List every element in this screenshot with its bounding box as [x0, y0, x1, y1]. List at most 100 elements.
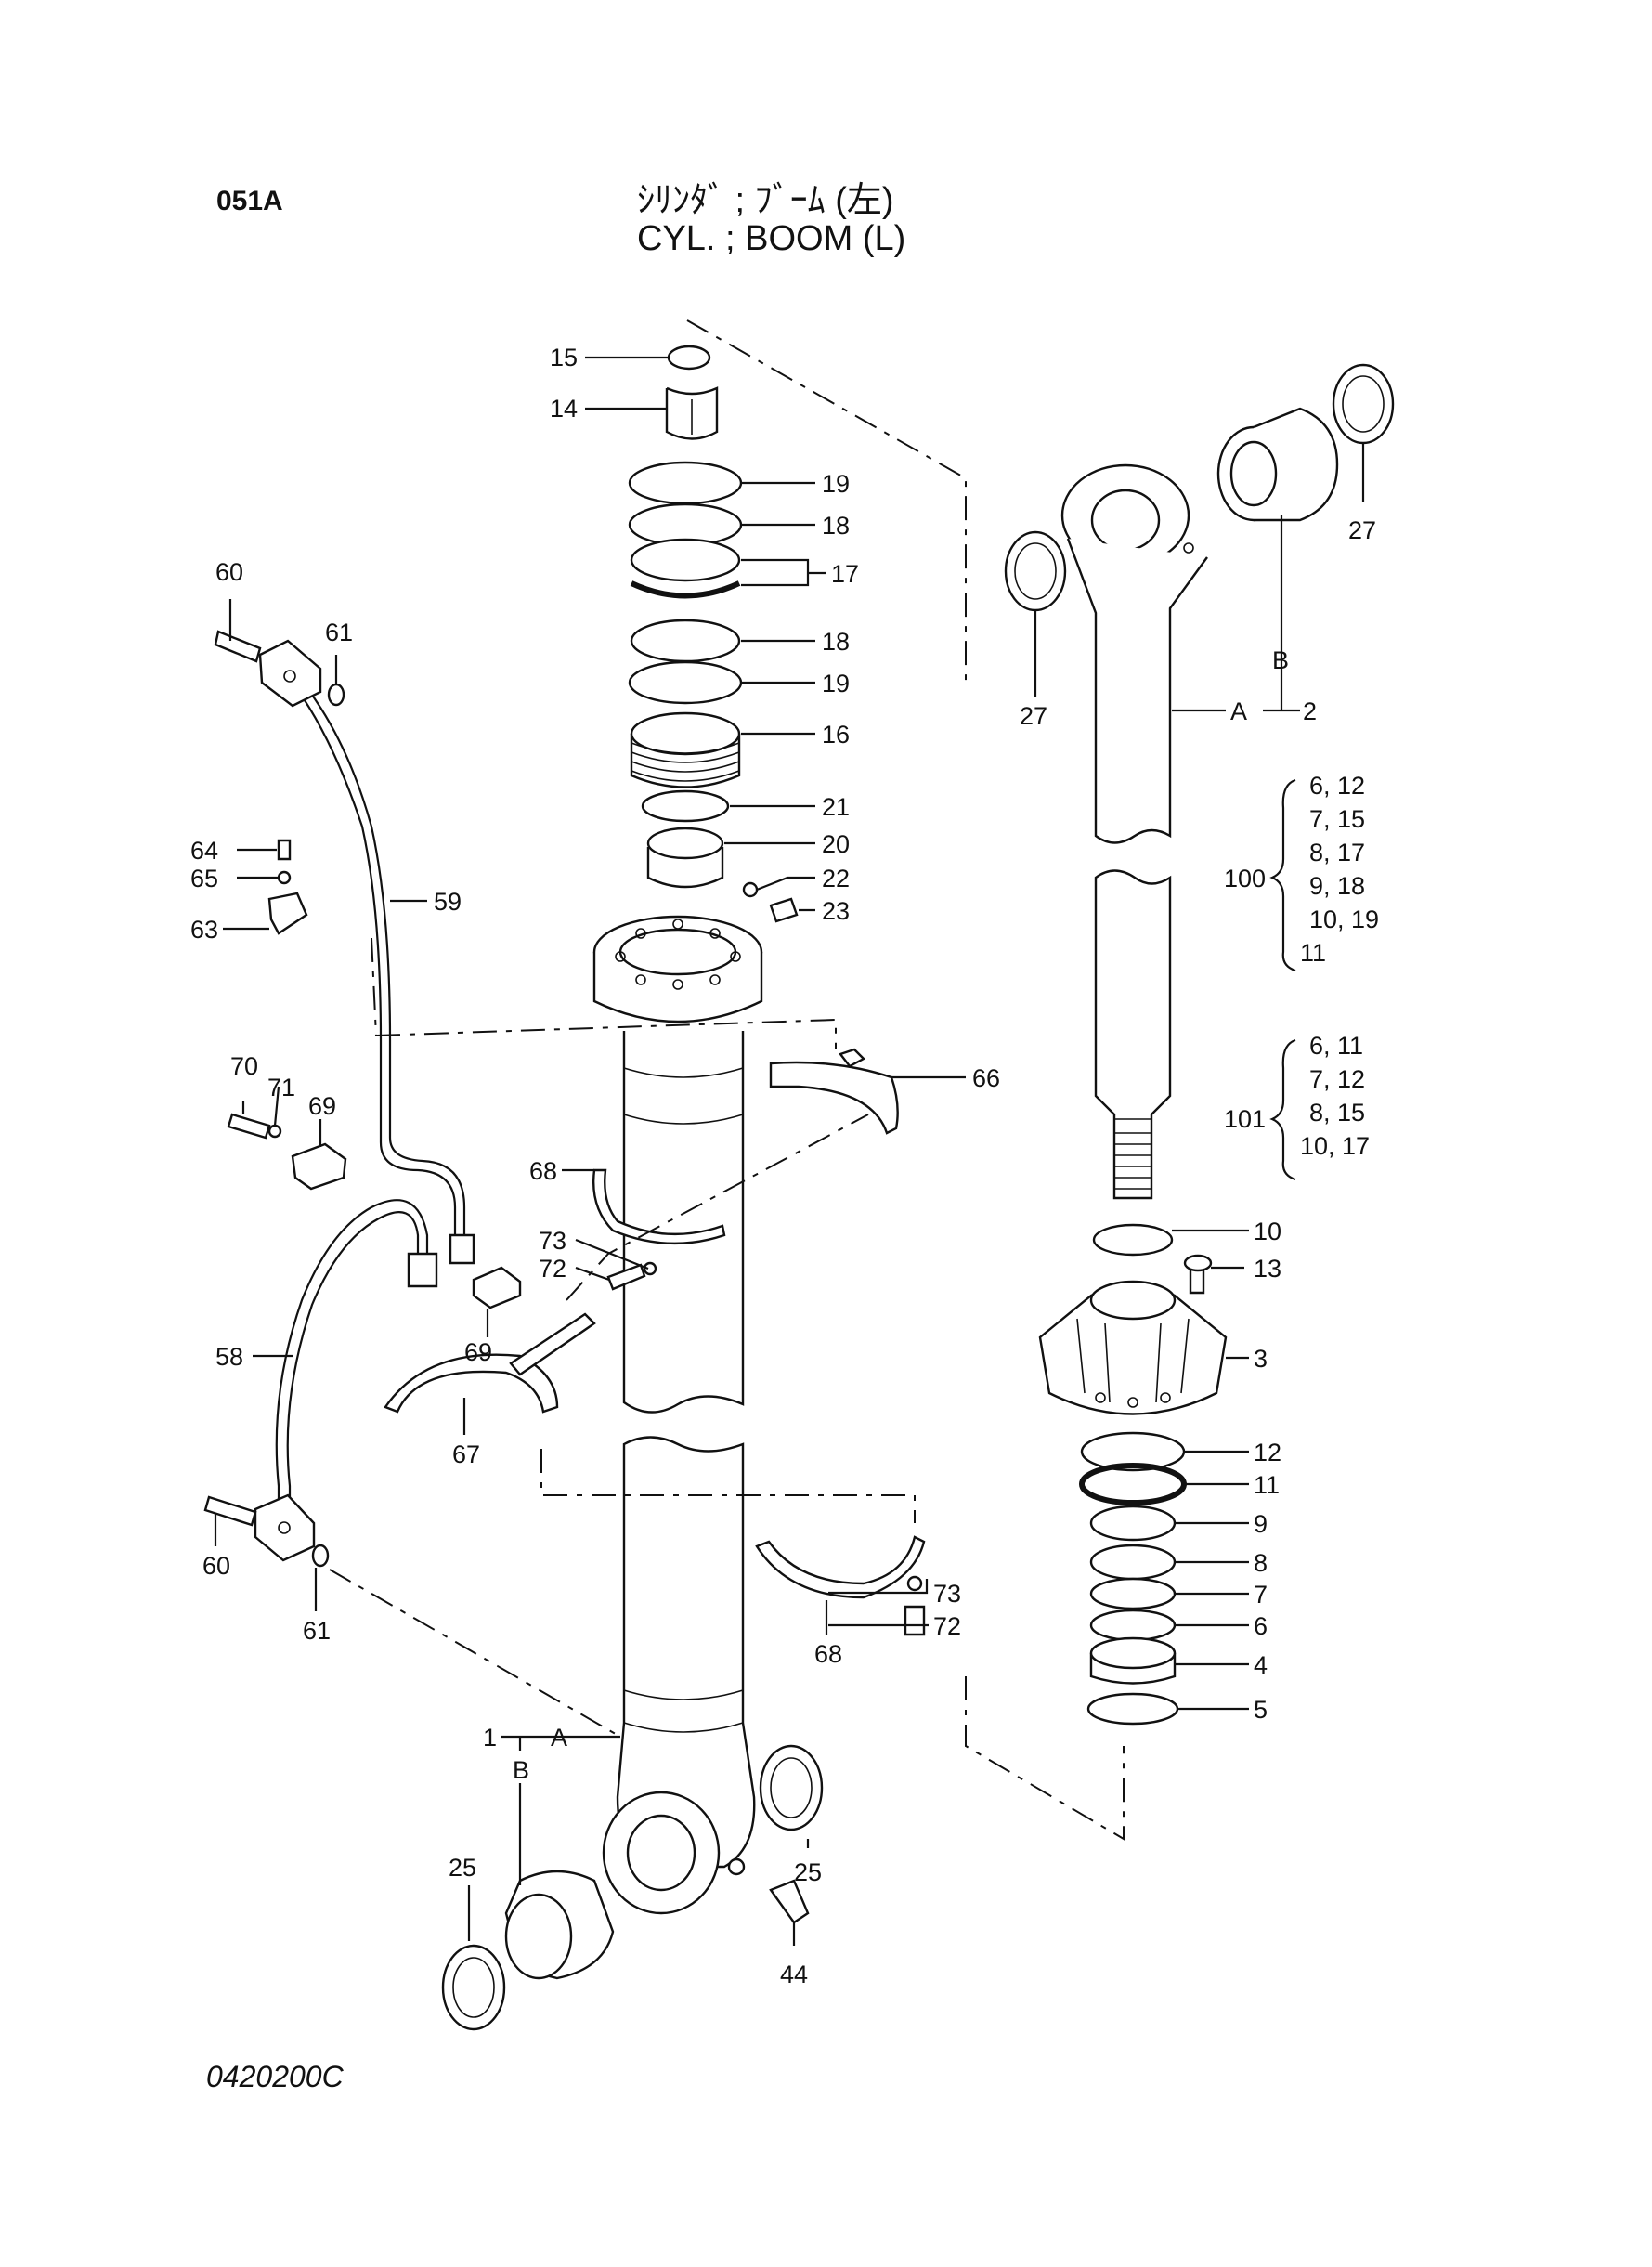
- callout-9: 9: [1254, 1510, 1268, 1538]
- callout-A-bottom: A: [551, 1724, 567, 1752]
- callout-16: 16: [822, 721, 850, 749]
- kit-101-item: 10, 17: [1300, 1132, 1370, 1160]
- callout-72-upper: 72: [539, 1255, 566, 1283]
- callout-3: 3: [1254, 1345, 1268, 1373]
- callout-63: 63: [190, 916, 218, 944]
- band-clamp-68-upper: [592, 1168, 726, 1245]
- callout-11: 11: [1254, 1471, 1280, 1499]
- dust-seal-27-left: [1004, 530, 1067, 612]
- leader-lines: [214, 356, 1365, 1946]
- kit-101-item: 7, 12: [1309, 1065, 1365, 1093]
- title-japanese: ｼﾘﾝﾀﾞ ; ﾌﾞｰﾑ (左): [637, 181, 894, 220]
- callout-18-lower: 18: [822, 628, 850, 656]
- callout-25-left: 25: [449, 1854, 476, 1882]
- kit-100-number: 100: [1224, 865, 1266, 892]
- callout-25-right: 25: [794, 1858, 822, 1886]
- cylinder-head-gland: [1038, 1223, 1228, 1415]
- kit-101-number: 101: [1224, 1105, 1266, 1133]
- cylinder-tube-upper: [592, 915, 763, 1414]
- callout-21: 21: [822, 793, 850, 821]
- callout-68-upper: 68: [529, 1157, 557, 1185]
- kit-100-item: 10, 19: [1309, 905, 1379, 933]
- callout-B-top: B: [1272, 646, 1289, 674]
- callout-69-upper: 69: [308, 1092, 336, 1120]
- callout-68-lower: 68: [814, 1640, 842, 1668]
- dust-seal-25-right: [759, 1744, 824, 1831]
- callout-20: 20: [822, 830, 850, 858]
- callout-61-upper: 61: [325, 619, 353, 646]
- callout-73-lower: 73: [933, 1580, 961, 1608]
- callout-64: 64: [190, 837, 218, 865]
- pipe-59: [214, 630, 466, 1244]
- callout-22: 22: [822, 865, 850, 892]
- callout-58: 58: [215, 1343, 243, 1371]
- callout-66: 66: [972, 1064, 1000, 1092]
- callout-8: 8: [1254, 1549, 1268, 1577]
- callout-2: 2: [1303, 697, 1317, 725]
- kit-100-item: 7, 15: [1309, 805, 1365, 833]
- callout-70: 70: [230, 1052, 258, 1080]
- base-eye-bushing: [504, 1870, 615, 1980]
- callout-60-upper: 60: [215, 558, 243, 586]
- callout-15: 15: [550, 344, 578, 371]
- seal-kit-101: 101 6, 11 7, 12 8, 15 10, 17: [1224, 1032, 1370, 1160]
- assembly-center-lines: [329, 319, 1125, 1841]
- drawing-number: 0420200C: [206, 2060, 344, 2093]
- callout-27-right: 27: [1348, 516, 1376, 544]
- callout-65: 65: [190, 865, 218, 892]
- callout-69-lower: 69: [464, 1338, 492, 1366]
- o-ring-61: [311, 683, 345, 1568]
- gland-seals-stack: [1079, 1431, 1187, 1726]
- callout-13: 13: [1254, 1255, 1281, 1283]
- kit-101-item: 6, 11: [1309, 1032, 1363, 1060]
- callout-60-lower: 60: [202, 1552, 230, 1580]
- band-clamp-68-lower: [755, 1535, 926, 1599]
- callout-6: 6: [1254, 1612, 1268, 1640]
- callout-71: 71: [267, 1074, 295, 1101]
- kit-100-item: 9, 18: [1309, 872, 1365, 900]
- kit-100-item: 6, 12: [1309, 772, 1365, 800]
- callout-B-bottom: B: [513, 1756, 529, 1784]
- callout-59: 59: [434, 888, 462, 916]
- callout-17: 17: [831, 560, 859, 588]
- title-english: CYL. ; BOOM (L): [637, 219, 906, 258]
- callout-18-upper: 18: [822, 512, 850, 540]
- callout-61-lower: 61: [303, 1617, 331, 1645]
- bolt-64-washer-65-bracket-63: [267, 839, 308, 935]
- rod-eye-bushing: [1216, 407, 1339, 522]
- callout-27-left: 27: [1020, 702, 1047, 730]
- kit-101-item: 8, 15: [1309, 1099, 1365, 1127]
- kit-100-item: 8, 17: [1309, 839, 1365, 866]
- dust-seal-25-left: [441, 1944, 506, 2031]
- callout-44: 44: [780, 1961, 808, 1988]
- callout-73-upper: 73: [539, 1227, 566, 1255]
- dust-seal-27-right: [1332, 363, 1395, 445]
- band-clamp-67: [384, 1312, 596, 1414]
- callout-7: 7: [1254, 1581, 1268, 1609]
- callout-1: 1: [483, 1724, 497, 1752]
- callout-12: 12: [1254, 1439, 1281, 1466]
- band-clamp-66: [769, 1048, 899, 1135]
- callout-A-top: A: [1230, 697, 1247, 725]
- callout-labels: 15 14 19 18 17 18 19 16 21 20 22 23 27 2…: [190, 344, 1376, 1988]
- seal-kit-100: 100 6, 12 7, 15 8, 17 9, 18 10, 19 11: [1224, 772, 1379, 967]
- callout-19-lower: 19: [822, 670, 850, 697]
- cylinder-tube-lower: [602, 1436, 756, 1915]
- callout-10: 10: [1254, 1218, 1281, 1245]
- piston-rod: [1060, 463, 1208, 1200]
- socket-bolt-13: [1183, 1254, 1213, 1272]
- kit-100-item: 11: [1300, 939, 1326, 967]
- callout-72-lower: 72: [933, 1612, 961, 1640]
- bolt-70-washer-71-clamp-69: [227, 1113, 522, 1309]
- callout-67: 67: [452, 1440, 480, 1468]
- callout-19-upper: 19: [822, 470, 850, 498]
- callout-23: 23: [822, 897, 850, 925]
- pipe-58: [203, 1199, 475, 1562]
- grease-fitting-44: [769, 1879, 810, 1924]
- callout-4: 4: [1254, 1651, 1268, 1679]
- callout-14: 14: [550, 395, 578, 423]
- head-parts-stack: [628, 345, 799, 923]
- callout-5: 5: [1254, 1696, 1268, 1724]
